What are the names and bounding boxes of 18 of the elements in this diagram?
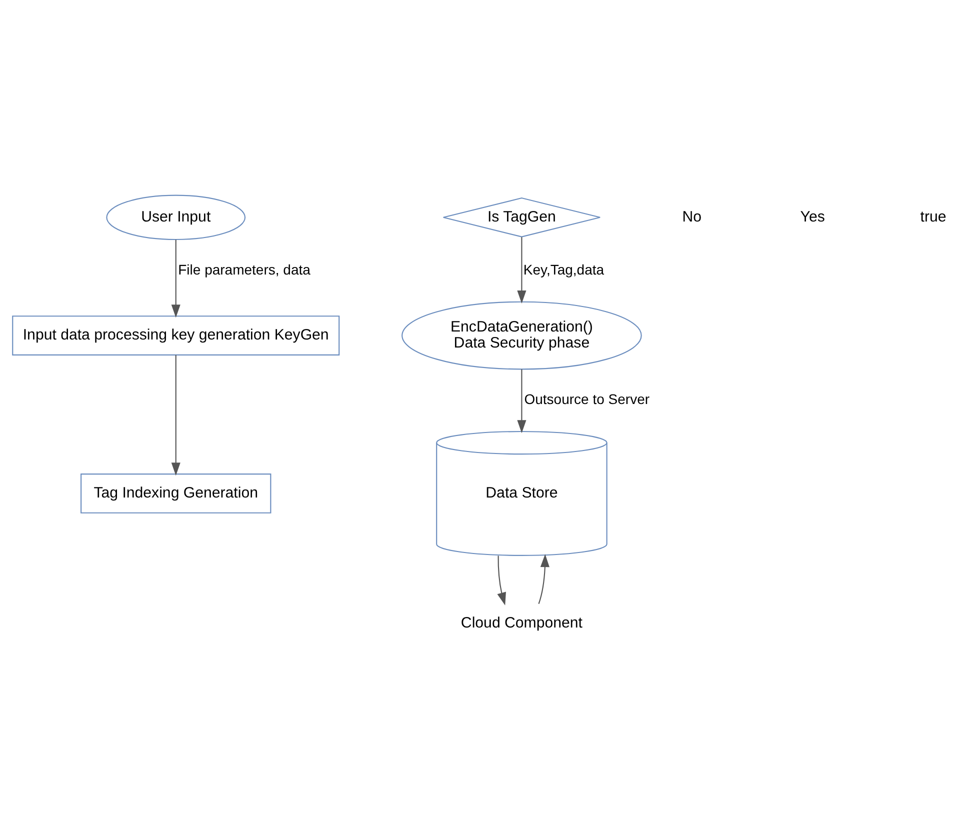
- node-ellipse: User Input: [106, 194, 246, 240]
- arrow: [538, 554, 550, 604]
- node-box: Input data processing key generation KeyGen: [12, 315, 340, 355]
- arrow: [517, 236, 526, 303]
- node-ellipse: EncDataGeneration() Data Security phase: [402, 300, 642, 370]
- node-text: Cloud Component: [460, 614, 582, 631]
- arrow: [497, 555, 506, 605]
- edge-label: Key,Tag,data: [523, 260, 604, 277]
- edge-label: File parameters, data: [178, 260, 310, 277]
- label: Yes: [800, 208, 825, 225]
- label: No: [682, 208, 702, 225]
- node-box: Tag Indexing Generation: [80, 473, 272, 513]
- arrow: [517, 368, 526, 433]
- edge-label: Outsource to Server: [524, 390, 650, 406]
- arrow: [171, 354, 180, 476]
- label: true: [920, 208, 946, 225]
- arrow: [171, 239, 180, 318]
- node-diamond: Is TagGen: [442, 196, 601, 237]
